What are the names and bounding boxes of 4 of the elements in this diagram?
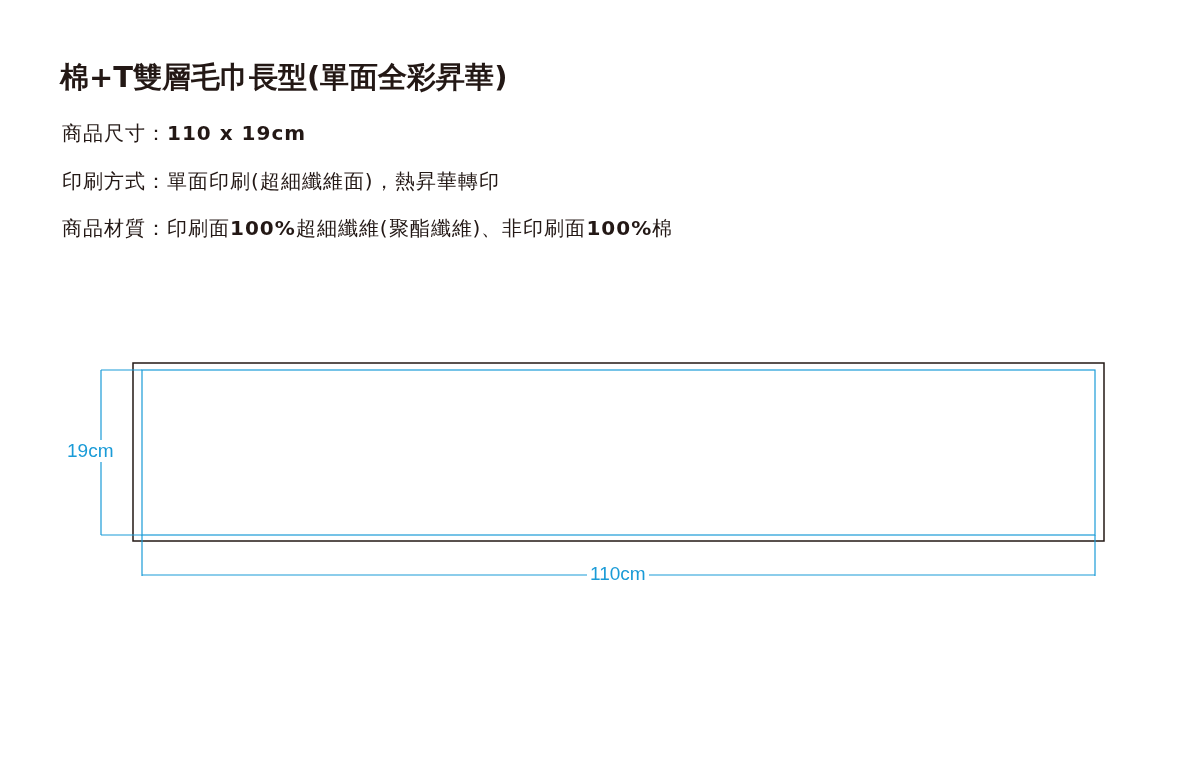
spec-text: 商品尺寸：110 x 19cm bbox=[62, 120, 307, 147]
spec-text: 商品材質：印刷面100%超細纖維(聚酯纖維)、非印刷面100%棉 bbox=[62, 215, 674, 242]
title: 棉+T雙層毛巾長型(單面全彩昇華) bbox=[60, 59, 508, 96]
spec-text: 印刷方式：單面印刷(超細纖維面)，熱昇華轉印 bbox=[62, 168, 500, 195]
